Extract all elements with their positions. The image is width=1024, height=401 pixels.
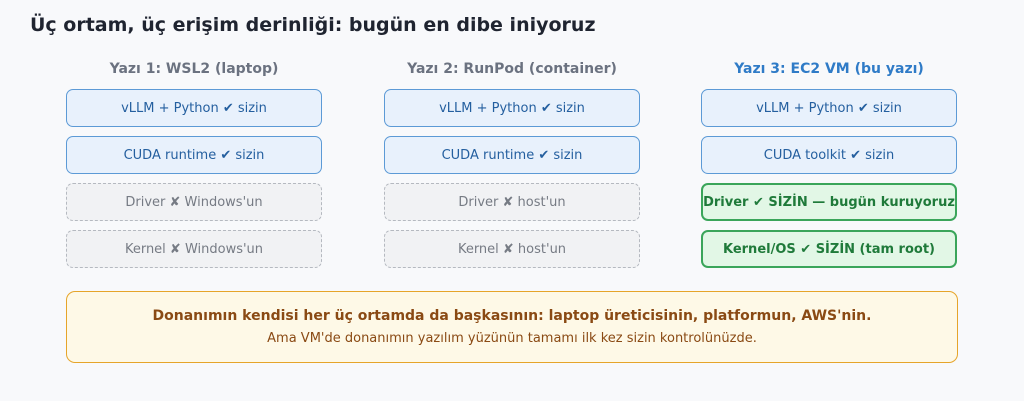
hardware-note: Donanımın kendisi her üç ortamda da başk… <box>66 291 958 363</box>
column-header-wsl2: Yazı 1: WSL2 (laptop) <box>109 61 279 77</box>
layer-vllm-python: vLLM + Python ✔ sizin <box>701 89 957 127</box>
note-sub-text: Ama VM'de donanımın yazılım yüzünün tama… <box>267 331 757 346</box>
layer-kernel: Kernel ✘ Windows'un <box>66 230 322 268</box>
layer-vllm-python: vLLM + Python ✔ sizin <box>66 89 322 127</box>
layer-driver: Driver ✘ host'un <box>384 183 640 221</box>
column-runpod: Yazı 2: RunPod (container) vLLM + Python… <box>384 58 640 277</box>
layer-cuda: CUDA toolkit ✔ sizin <box>701 136 957 174</box>
column-ec2: Yazı 3: EC2 VM (bu yazı) vLLM + Python ✔… <box>701 58 957 277</box>
column-wsl2: Yazı 1: WSL2 (laptop) vLLM + Python ✔ si… <box>66 58 322 277</box>
layer-kernel: Kernel ✘ host'un <box>384 230 640 268</box>
layer-cuda: CUDA runtime ✔ sizin <box>66 136 322 174</box>
column-header-runpod: Yazı 2: RunPod (container) <box>407 61 617 77</box>
layer-cuda: CUDA runtime ✔ sizin <box>384 136 640 174</box>
layer-vllm-python: vLLM + Python ✔ sizin <box>384 89 640 127</box>
diagram-title: Üç ortam, üç erişim derinliği: bugün en … <box>30 14 596 36</box>
layer-kernel: Kernel/OS ✔ SİZİN (tam root) <box>701 230 957 268</box>
column-header-ec2: Yazı 3: EC2 VM (bu yazı) <box>734 61 924 77</box>
note-main-text: Donanımın kendisi her üç ortamda da başk… <box>152 308 872 324</box>
layer-driver: Driver ✔ SİZİN — bugün kuruyoruz <box>701 183 957 221</box>
layer-driver: Driver ✘ Windows'un <box>66 183 322 221</box>
